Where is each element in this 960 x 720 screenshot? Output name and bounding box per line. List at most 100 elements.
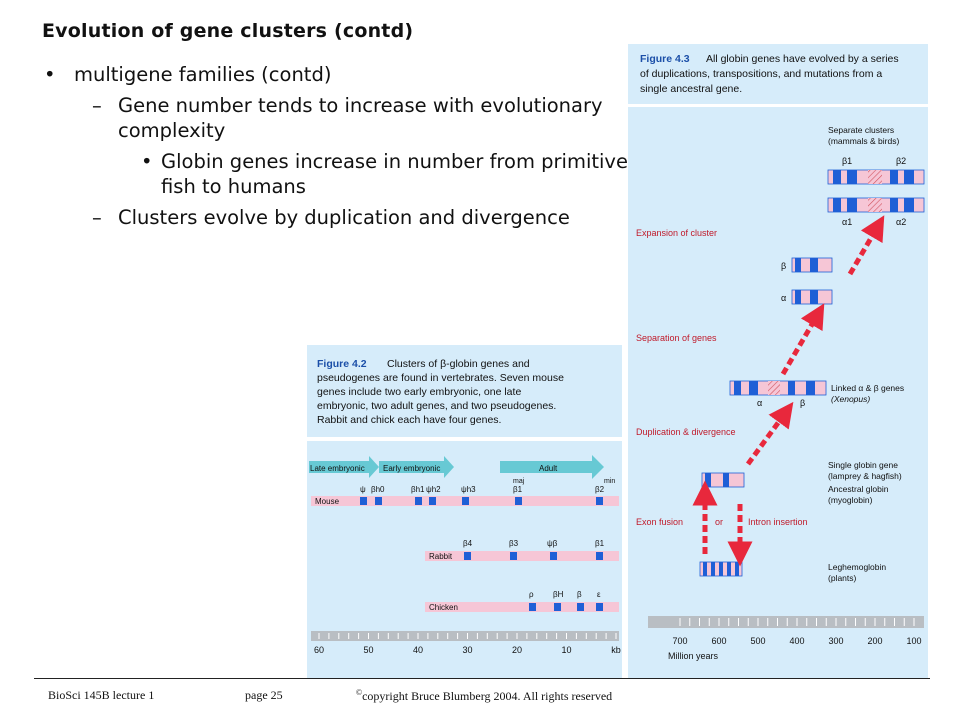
early-embryonic-arrow — [379, 456, 454, 478]
copyright-text: copyright Bruce Blumberg 2004. All right… — [362, 689, 613, 703]
stage-label: Duplication & divergence — [636, 427, 736, 437]
gene-label: (mammals & birds) — [828, 136, 899, 146]
axis-tick-label: 30 — [462, 645, 472, 655]
stage-label: Intron insertion — [748, 517, 808, 527]
gene-label: βH — [553, 590, 564, 599]
gene-label: β — [577, 590, 582, 599]
stage-label: Expansion of cluster — [636, 228, 717, 238]
gene-label: (Xenopus) — [831, 394, 870, 404]
beta-cluster-gene — [827, 169, 925, 185]
footer-course: BioSci 145B lecture 1 — [48, 688, 155, 702]
leghemoglobin-gene — [699, 561, 743, 577]
gene-label: β2 — [896, 156, 906, 166]
figure-4-2: Figure 4.2 Clusters of β-globin genes an… — [307, 345, 622, 678]
gene-label: ψβ — [547, 539, 558, 548]
caption-text: of duplications, transpositions, and mut… — [640, 68, 882, 80]
adult-arrow — [500, 455, 604, 479]
gene-label: (lamprey & hagfish) — [828, 471, 902, 481]
gene-label: α — [781, 293, 786, 303]
figure-label: Figure 4.3 — [640, 53, 690, 65]
gene-label: Separate clusters — [828, 125, 894, 135]
gene-block — [550, 552, 557, 560]
single-globin-gene — [701, 472, 745, 488]
rabbit-genes — [464, 552, 603, 560]
gene-label: (myoglobin) — [828, 495, 873, 505]
axis-tick-label: 400 — [789, 636, 804, 646]
gene-block — [577, 603, 584, 611]
gene-label: ε — [597, 590, 601, 599]
species-label: Mouse — [315, 497, 340, 506]
gene-label: β2 — [595, 485, 605, 494]
stage-label: or — [715, 517, 723, 527]
gene-block — [375, 497, 382, 505]
axis-tick-label: kb — [611, 645, 621, 655]
footer-divider — [34, 678, 930, 679]
bullet-level-2: Gene number tends to increase with evolu… — [40, 93, 640, 143]
gene-block — [510, 552, 517, 560]
figure-4-2-diagram: Figure 4.2 Clusters of β-globin genes an… — [307, 358, 622, 655]
gene-label: β3 — [509, 539, 519, 548]
species-label: Chicken — [429, 603, 458, 612]
caption-text: pseudogenes are found in vertebrates. Se… — [317, 372, 564, 384]
axis-tick-label: 300 — [828, 636, 843, 646]
expansion-arrow — [847, 215, 885, 276]
gene-label: β — [781, 261, 786, 271]
gene-label: β1 — [513, 485, 523, 494]
late-embryonic-arrow — [309, 456, 379, 478]
kb-axis-ticks — [318, 633, 617, 639]
duplication-arrow — [745, 401, 794, 466]
linked-genes — [729, 380, 827, 396]
gene-block — [429, 497, 436, 505]
bullet-level-1: multigene families (contd) — [40, 62, 640, 87]
axis-tick-label: 50 — [363, 645, 373, 655]
stage-arrows — [309, 455, 604, 479]
gene-label: ψh3 — [461, 485, 476, 494]
gene-label: (plants) — [828, 573, 857, 583]
gene-label: βh0 — [371, 485, 385, 494]
gene-block — [462, 497, 469, 505]
gene-label: Leghemoglobin — [828, 562, 886, 572]
chicken-chromosome — [425, 602, 619, 612]
chicken-genes — [529, 603, 603, 611]
gene-label: Linked α & β genes — [831, 383, 904, 393]
gene-block — [596, 552, 603, 560]
gene-label: βh1 — [411, 485, 425, 494]
axis-tick-label: 600 — [711, 636, 726, 646]
gene-block — [515, 497, 522, 505]
gene-block — [596, 497, 603, 505]
figure-4-3: Figure 4.3 All globin genes have evolved… — [628, 44, 928, 678]
gene-block — [360, 497, 367, 505]
stage-label: Late embryonic — [310, 464, 365, 473]
gene-block — [554, 603, 561, 611]
caption-text: genes include two early embryonic, one l… — [317, 386, 521, 398]
stage-label: Early embryonic — [383, 464, 440, 473]
gene-block — [596, 603, 603, 611]
axis-tick-label: 200 — [867, 636, 882, 646]
kb-axis-bar — [311, 631, 619, 641]
alpha-gene — [791, 289, 833, 305]
caption-text: embryonic, two adult genes, and two pseu… — [317, 400, 556, 412]
gene-block — [464, 552, 471, 560]
gene-block — [415, 497, 422, 505]
gene-label: β — [800, 398, 805, 408]
stage-label: Exon fusion — [636, 517, 683, 527]
gene-label: ψh2 — [426, 485, 441, 494]
stage-label: Separation of genes — [636, 333, 717, 343]
bullet-level-2: Clusters evolve by duplication and diver… — [40, 205, 640, 230]
axis-title: Million years — [668, 651, 719, 661]
gene-label: ρ — [529, 590, 534, 599]
slide-title: Evolution of gene clusters (contd) — [42, 20, 414, 42]
gene-label: β1 — [595, 539, 605, 548]
axis-tick-label: 100 — [906, 636, 921, 646]
gene-sublabel: maj — [513, 478, 525, 485]
axis-tick-label: 700 — [672, 636, 687, 646]
bullet-list: multigene families (contd) Gene number t… — [40, 62, 640, 236]
species-label: Rabbit — [429, 552, 453, 561]
bullet-level-3: Globin genes increase in number from pri… — [40, 149, 640, 199]
gene-label: Single globin gene — [828, 460, 898, 470]
gene-label: β4 — [463, 539, 473, 548]
time-axis-ticks — [679, 618, 915, 626]
alpha-cluster-gene — [827, 197, 925, 213]
caption-text: Rabbit and chick each have four genes. — [317, 414, 501, 426]
